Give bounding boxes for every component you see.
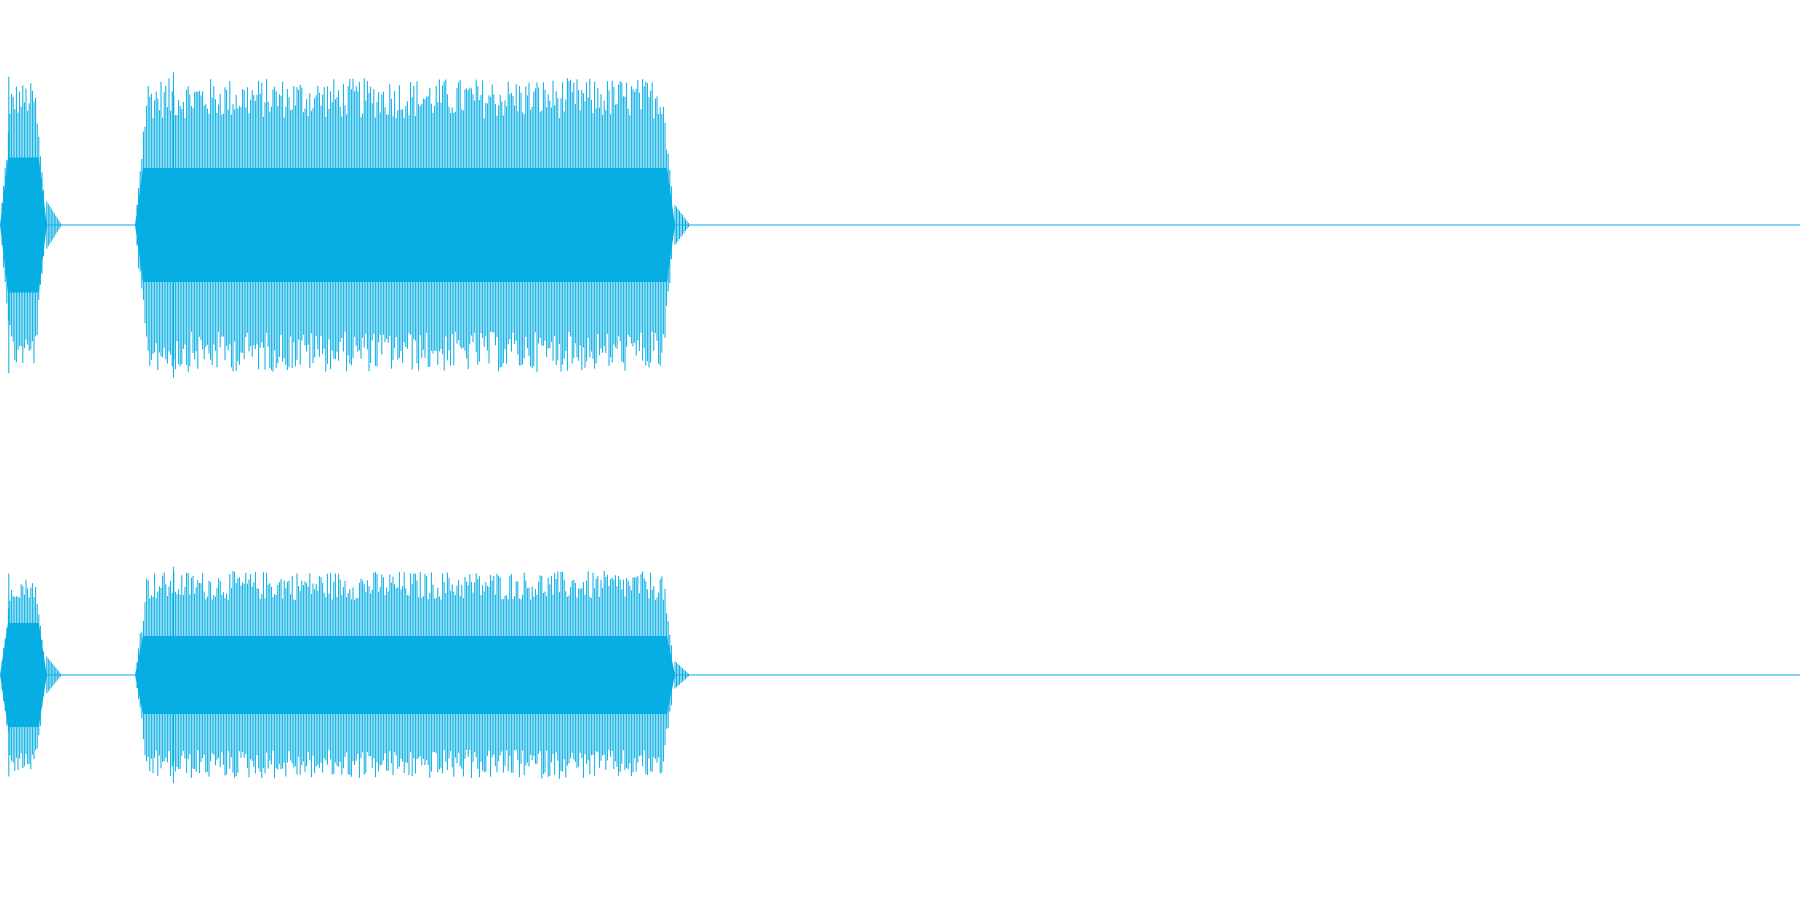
- waveform-segment-body: [135, 168, 675, 282]
- waveform-segment-spikes: [136, 566, 672, 784]
- waveform-segment-body: [135, 636, 675, 714]
- waveform-segment-tail: [46, 656, 61, 694]
- waveform-segment-spikes: [1, 573, 45, 777]
- waveform-segment-tail: [46, 201, 61, 249]
- waveform-channel-2: [0, 566, 1800, 784]
- waveform-segment-tail: [674, 205, 689, 245]
- waveform-segment-tail: [674, 661, 689, 689]
- waveform-segment-spikes: [136, 72, 672, 378]
- waveform-channel-1: [0, 72, 1800, 378]
- waveform-segment-spikes: [1, 76, 45, 374]
